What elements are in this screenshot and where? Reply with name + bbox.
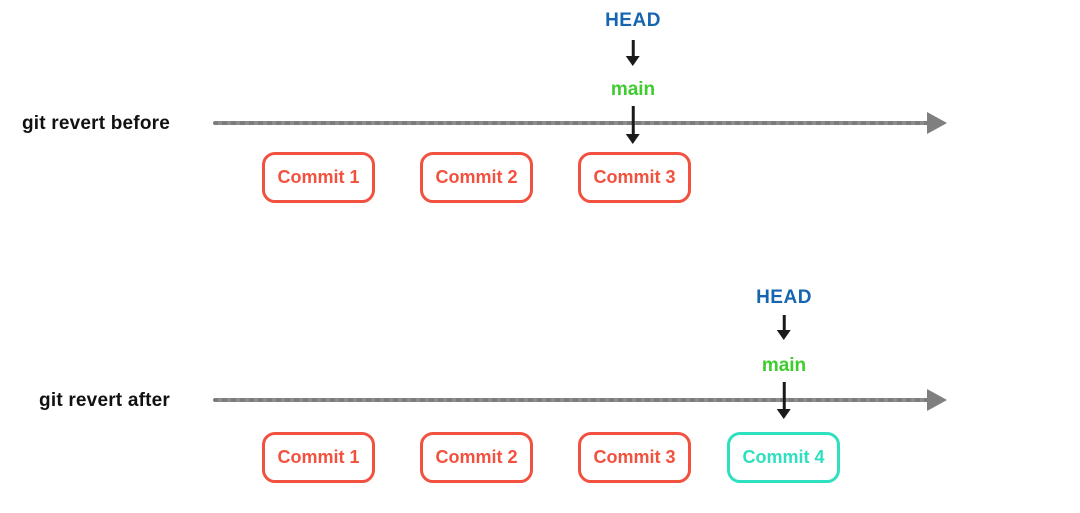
commit-3-box-after: Commit 3 (578, 432, 691, 483)
commit-label: Commit 1 (277, 447, 360, 467)
head-to-main-arrow-icon (782, 315, 786, 330)
main-label-before: main (610, 79, 656, 100)
commit-label: Commit 2 (435, 167, 518, 187)
timeline-after-line (213, 398, 929, 402)
main-label-after: main (761, 355, 807, 376)
commit-1-box-after: Commit 1 (262, 432, 375, 483)
main-to-commit-arrow-icon (631, 106, 635, 134)
section-before-label: git revert before (21, 113, 170, 134)
commit-2-box-after: Commit 2 (420, 432, 533, 483)
commit-2-box-before: Commit 2 (420, 152, 533, 203)
head-label-after: HEAD (756, 287, 812, 308)
commit-4-box-after: Commit 4 (727, 432, 840, 483)
timeline-before-arrowhead-icon (927, 112, 947, 134)
timeline-after-arrowhead-icon (927, 389, 947, 411)
commit-label: Commit 4 (742, 447, 825, 467)
main-to-commit-arrow-icon (782, 382, 786, 409)
commit-1-box-before: Commit 1 (262, 152, 375, 203)
commit-label: Commit 3 (593, 167, 676, 187)
commit-label: Commit 2 (435, 447, 518, 467)
head-label-before: HEAD (605, 10, 661, 31)
commit-label: Commit 1 (277, 167, 360, 187)
section-after-label: git revert after (39, 390, 170, 411)
commit-3-box-before: Commit 3 (578, 152, 691, 203)
commit-label: Commit 3 (593, 447, 676, 467)
head-to-main-arrow-icon (631, 40, 635, 56)
timeline-before-line (213, 121, 929, 125)
